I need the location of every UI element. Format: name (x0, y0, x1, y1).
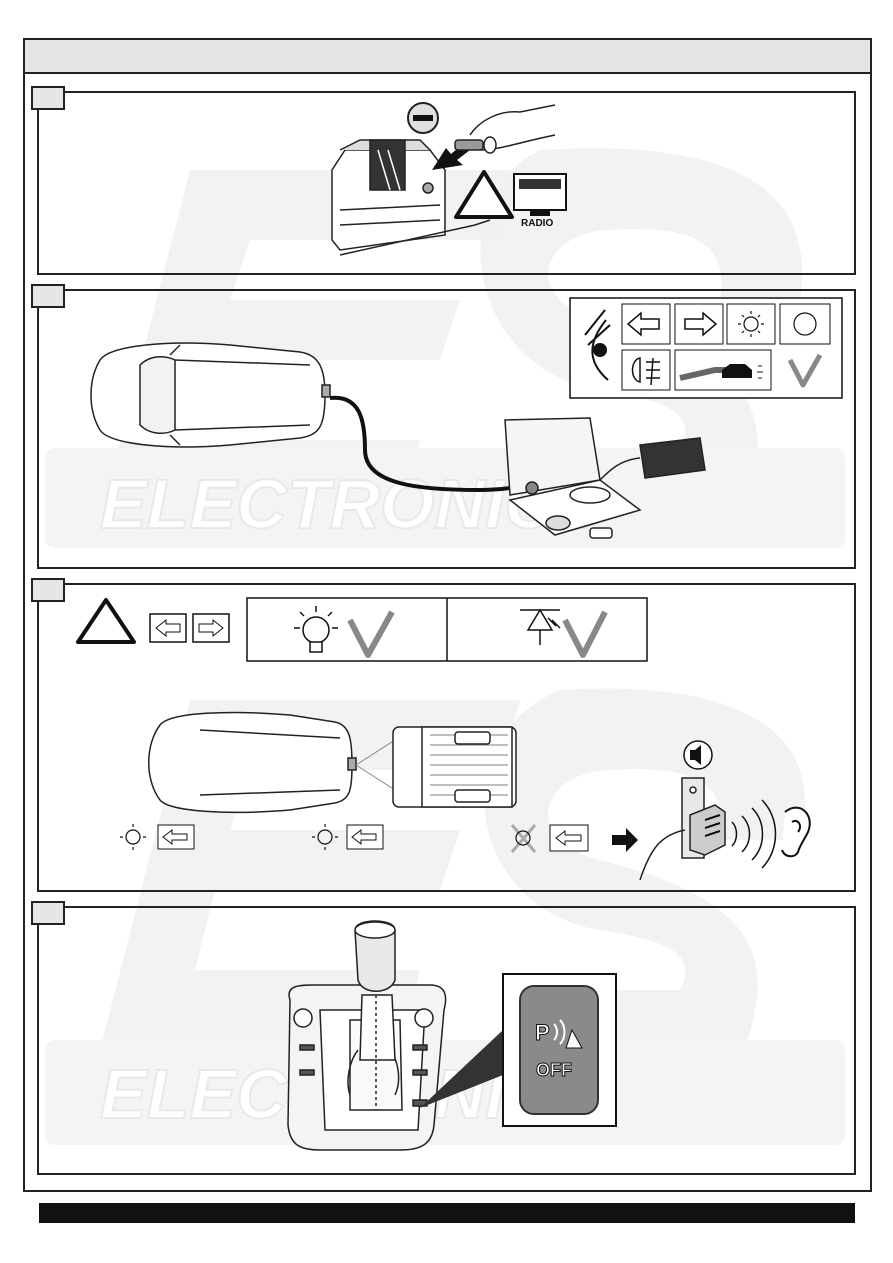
park-assist-off-button (520, 986, 598, 1114)
footer-bar (39, 1203, 855, 1223)
gear-console-illustration (288, 921, 446, 1150)
button-letter: P (535, 1020, 550, 1045)
button-off-label: OFF (536, 1060, 572, 1080)
